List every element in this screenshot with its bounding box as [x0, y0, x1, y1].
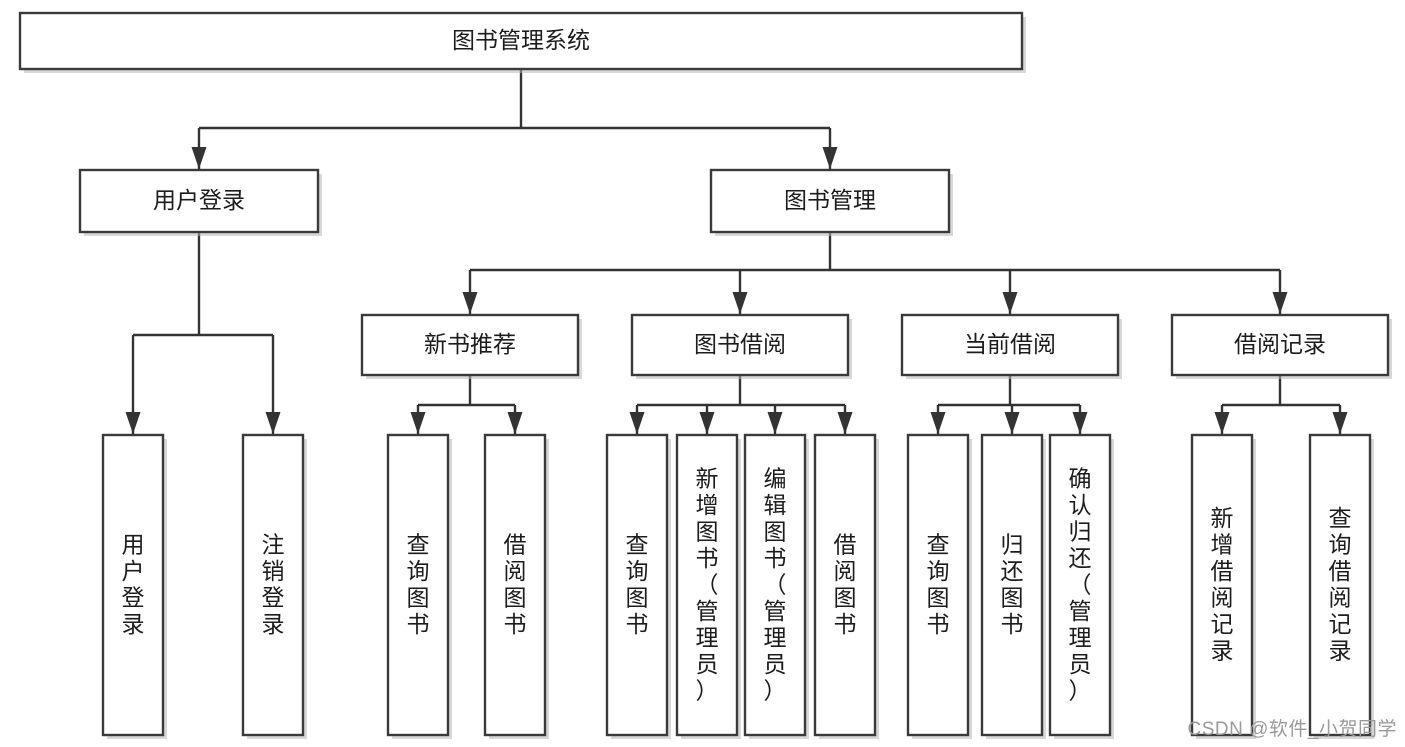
node-label: 归还图书 — [1001, 532, 1024, 638]
node-label: 图书借阅 — [694, 331, 786, 357]
node-box[interactable] — [18, 11, 1024, 71]
node-box[interactable] — [630, 313, 850, 377]
node-label: 查询图书 — [927, 532, 950, 638]
node-label: 借阅图书 — [504, 532, 527, 638]
node-leaf-query-book-recommend[interactable]: 查询图书 — [386, 433, 452, 739]
node-leaf-user-logout[interactable]: 注销登录 — [241, 433, 307, 739]
node-leaf-add-book[interactable]: 新增图书（管理员） — [675, 433, 741, 739]
node-book-management[interactable]: 图书管理 — [709, 168, 953, 236]
node-box[interactable] — [386, 433, 450, 737]
node-label: 注销登录 — [262, 532, 285, 638]
node-leaf-borrow-book-recommend[interactable]: 借阅图书 — [483, 433, 549, 739]
node-box[interactable] — [605, 433, 669, 737]
node-box[interactable] — [241, 433, 305, 737]
node-label: 借阅记录 — [1234, 331, 1326, 357]
node-label: 确认归还（管理员） — [1069, 465, 1092, 703]
node-label: 当前借阅 — [964, 331, 1056, 357]
node-label: 用户登录 — [122, 532, 145, 638]
csdn-watermark: CSDN @软件_小贺同学 — [1187, 719, 1397, 740]
node-new-book-recommend[interactable]: 新书推荐 — [360, 313, 582, 379]
node-label: 编辑图书（管理员） — [764, 465, 787, 703]
node-label: 查询借阅记录 — [1329, 505, 1352, 664]
node-user-login[interactable]: 用户登录 — [78, 168, 322, 236]
node-book-borrow[interactable]: 图书借阅 — [630, 313, 852, 379]
node-box[interactable] — [906, 433, 970, 737]
node-box[interactable] — [813, 433, 877, 737]
node-box[interactable] — [1048, 433, 1112, 737]
node-box[interactable] — [743, 433, 807, 737]
node-label: 图书管理系统 — [452, 27, 590, 53]
node-box[interactable] — [709, 168, 951, 234]
node-box[interactable] — [483, 433, 547, 737]
node-current-borrow[interactable]: 当前借阅 — [900, 313, 1122, 379]
node-box[interactable] — [1170, 313, 1390, 377]
node-leaf-edit-book[interactable]: 编辑图书（管理员） — [743, 433, 809, 739]
node-leaf-query-book-current[interactable]: 查询图书 — [906, 433, 972, 739]
node-leaf-add-borrow-record[interactable]: 新增借阅记录 — [1190, 433, 1256, 739]
node-box[interactable] — [900, 313, 1120, 377]
node-leaf-user-login[interactable]: 用户登录 — [101, 433, 167, 739]
node-label: 新增借阅记录 — [1211, 505, 1234, 664]
node-root-system[interactable]: 图书管理系统 — [18, 11, 1026, 73]
node-label: 图书管理 — [784, 187, 876, 213]
node-leaf-confirm-return[interactable]: 确认归还（管理员） — [1048, 433, 1114, 739]
node-leaf-borrow-book[interactable]: 借阅图书 — [813, 433, 879, 739]
connector-layer — [125, 69, 1348, 434]
node-leaf-query-borrow-record[interactable]: 查询借阅记录 — [1308, 433, 1374, 739]
node-box[interactable] — [78, 168, 320, 234]
node-borrow-record[interactable]: 借阅记录 — [1170, 313, 1392, 379]
node-box[interactable] — [360, 313, 580, 377]
node-box[interactable] — [101, 433, 165, 737]
node-box[interactable] — [1308, 433, 1372, 737]
node-label: 用户登录 — [153, 187, 245, 213]
node-box[interactable] — [1190, 433, 1254, 737]
node-box[interactable] — [980, 433, 1044, 737]
node-label: 新书推荐 — [424, 331, 516, 357]
node-label: 查询图书 — [626, 532, 649, 638]
node-box[interactable] — [675, 433, 739, 737]
node-layer: 图书管理系统用户登录图书管理新书推荐图书借阅当前借阅借阅记录用户登录注销登录查询… — [18, 11, 1392, 739]
node-leaf-return-book[interactable]: 归还图书 — [980, 433, 1046, 739]
node-label: 查询图书 — [407, 532, 430, 638]
node-leaf-query-book-borrow[interactable]: 查询图书 — [605, 433, 671, 739]
node-label: 借阅图书 — [834, 532, 857, 638]
node-label: 新增图书（管理员） — [696, 465, 719, 703]
